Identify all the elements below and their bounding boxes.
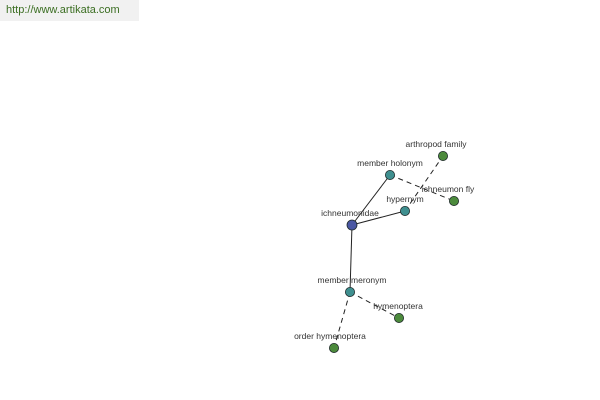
site-url[interactable]: http://www.artikata.com: [0, 0, 139, 21]
graph-edges: [333, 155, 455, 349]
node-center[interactable]: [346, 219, 358, 231]
node-label-hypernym[interactable]: hypernym: [386, 194, 423, 204]
node-order[interactable]: [328, 342, 339, 353]
node-hypernym[interactable]: [399, 205, 410, 216]
edge-center-hypernym: [351, 210, 406, 226]
edge-meronym-hymenoptera: [349, 291, 400, 319]
node-label-meronym[interactable]: member meronym: [318, 275, 387, 285]
node-label-order[interactable]: order hymenoptera: [294, 331, 366, 341]
node-meronym[interactable]: [344, 286, 355, 297]
node-label-ichneumon[interactable]: ichneumon fly: [422, 184, 475, 194]
node-ichneumon[interactable]: [448, 195, 459, 206]
node-label-holonym[interactable]: member holonym: [357, 158, 423, 168]
node-hymenoptera[interactable]: [393, 312, 404, 323]
graph-nodes: [328, 150, 459, 353]
edge-center-holonym: [351, 174, 391, 226]
node-arthropod[interactable]: [437, 150, 448, 161]
edge-center-meronym: [349, 224, 353, 293]
node-label-arthropod[interactable]: arthropod family: [406, 139, 468, 149]
node-label-center[interactable]: ichneumonidae: [321, 208, 379, 218]
graph-labels: ichneumonidae member holonym hypernym membe…: [294, 139, 475, 341]
edge-holonym-ichneumon: [389, 174, 455, 202]
edge-meronym-order: [333, 291, 351, 349]
node-label-hymenoptera[interactable]: hymenoptera: [373, 301, 423, 311]
edge-hypernym-arthropod: [404, 155, 444, 212]
node-holonym[interactable]: [384, 169, 395, 180]
